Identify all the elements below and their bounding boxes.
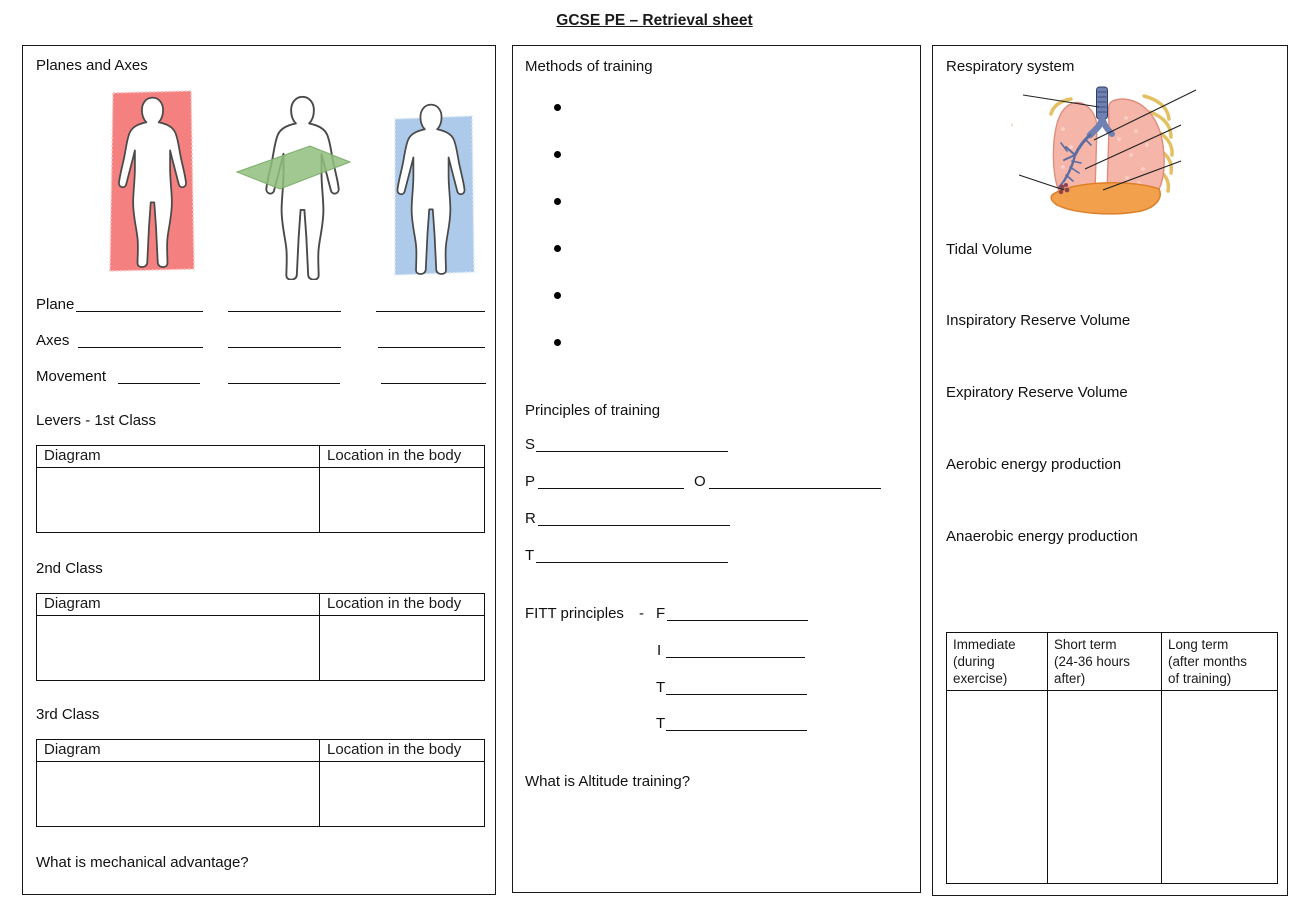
movement-blank-2[interactable]	[228, 367, 340, 384]
diaphragm-shape	[1050, 182, 1161, 215]
bullet-icon	[554, 292, 561, 299]
sport-letter-o: O	[694, 473, 706, 490]
diagram-header: Diagram	[36, 593, 320, 616]
levers-first-class-heading: Levers - 1st Class	[36, 412, 157, 429]
diagram-cell[interactable]	[36, 615, 320, 681]
location-header: Location in the body	[319, 445, 485, 468]
fitt-blank-t2[interactable]	[666, 714, 807, 731]
altitude-question: What is Altitude training?	[525, 773, 691, 790]
bullet-icon	[554, 151, 561, 158]
bullet-icon	[554, 245, 561, 252]
diagram-header: Diagram	[36, 445, 320, 468]
fitt-principles-label: FITT principles	[525, 605, 624, 622]
exercise-effects-table: Immediate (during exercise) Short term (…	[946, 632, 1278, 884]
location-header: Location in the body	[319, 593, 485, 616]
axes-blank-2[interactable]	[228, 331, 341, 348]
respiratory-panel: Respiratory system	[932, 45, 1288, 896]
location-header: Location in the body	[319, 739, 485, 762]
methods-heading: Methods of training	[525, 58, 653, 75]
immediate-header: Immediate (during exercise)	[946, 632, 1048, 691]
long-term-cell[interactable]	[1161, 690, 1278, 884]
axes-blank-3[interactable]	[378, 331, 485, 348]
lung-texture	[1011, 116, 1149, 185]
sport-blank-t[interactable]	[536, 546, 728, 563]
sport-letter-r: R	[525, 510, 536, 527]
third-class-heading: 3rd Class	[36, 706, 100, 723]
diagram-cell[interactable]	[36, 467, 320, 533]
aerobic-energy-label: Aerobic energy production	[946, 456, 1122, 473]
fitt-dash: -	[639, 605, 644, 622]
fitt-blank-f[interactable]	[667, 604, 808, 621]
respiratory-heading: Respiratory system	[946, 58, 1075, 75]
alveoli-shape	[1058, 183, 1070, 195]
inspiratory-reserve-label: Inspiratory Reserve Volume	[946, 312, 1131, 329]
location-cell[interactable]	[319, 467, 485, 533]
sport-blank-s[interactable]	[536, 435, 728, 452]
bullet-icon	[554, 339, 561, 346]
method-bullet-3[interactable]	[554, 194, 884, 212]
principles-heading: Principles of training	[525, 402, 661, 419]
short-term-header: Short term (24-36 hours after)	[1047, 632, 1162, 691]
movement-blank-1[interactable]	[118, 367, 200, 384]
fitt-letter-i: I	[657, 642, 662, 659]
bullet-icon	[554, 104, 561, 111]
expiratory-reserve-label: Expiratory Reserve Volume	[946, 384, 1128, 401]
immediate-cell[interactable]	[946, 690, 1048, 884]
plane-row-label: Plane	[36, 296, 75, 313]
fitt-letter-t1: T	[656, 679, 666, 696]
sport-letter-p: P	[525, 473, 536, 490]
transverse-plane-shape	[235, 145, 352, 190]
second-class-heading: 2nd Class	[36, 560, 103, 577]
sport-blank-o[interactable]	[709, 472, 881, 489]
short-term-cell[interactable]	[1047, 690, 1162, 884]
label-leader-lines	[1018, 89, 1197, 191]
sport-letter-t: T	[525, 547, 535, 564]
plane-blank-2[interactable]	[228, 295, 341, 312]
movement-row-label: Movement	[36, 368, 107, 385]
sport-blank-p[interactable]	[538, 472, 684, 489]
lever-table-2nd-class: Diagram Location in the body	[36, 593, 485, 681]
method-bullet-6[interactable]	[554, 335, 884, 353]
tidal-volume-label: Tidal Volume	[946, 241, 1033, 258]
lever-table-3rd-class: Diagram Location in the body	[36, 739, 485, 827]
plane-blank-3[interactable]	[376, 295, 485, 312]
training-panel: Methods of training Principles of traini…	[512, 45, 921, 893]
sport-letter-s: S	[525, 436, 536, 453]
method-bullet-1[interactable]	[554, 100, 884, 118]
method-bullet-5[interactable]	[554, 288, 884, 306]
plane-blank-1[interactable]	[76, 295, 203, 312]
location-cell[interactable]	[319, 615, 485, 681]
anaerobic-energy-label: Anaerobic energy production	[946, 528, 1138, 545]
bullet-icon	[554, 198, 561, 205]
mechanical-advantage-question: What is mechanical advantage?	[36, 854, 249, 871]
lever-table-1st-class: Diagram Location in the body	[36, 445, 485, 533]
diagram-header: Diagram	[36, 739, 320, 762]
sport-blank-r[interactable]	[538, 509, 730, 526]
method-bullet-4[interactable]	[554, 241, 884, 259]
movement-blank-3[interactable]	[381, 367, 486, 384]
fitt-letter-t2: T	[656, 715, 666, 732]
method-bullet-2[interactable]	[554, 147, 884, 165]
planes-figure	[109, 90, 475, 280]
page-title: GCSE PE – Retrieval sheet	[556, 12, 753, 29]
axes-blank-1[interactable]	[78, 331, 203, 348]
fitt-letter-f: F	[656, 605, 666, 622]
planes-axes-heading: Planes and Axes	[36, 57, 148, 74]
long-term-header: Long term (after months of training)	[1161, 632, 1278, 691]
axes-row-label: Axes	[36, 332, 70, 349]
bronchi-shape	[1086, 113, 1115, 139]
location-cell[interactable]	[319, 761, 485, 827]
lungs-diagram	[1011, 86, 1197, 215]
planes-axes-panel: Planes and Axes Plane Axes Movement	[22, 45, 496, 895]
bronchial-tree-shape	[1058, 133, 1092, 188]
fitt-blank-i[interactable]	[666, 641, 805, 658]
diagram-cell[interactable]	[36, 761, 320, 827]
fitt-blank-t1[interactable]	[666, 678, 807, 695]
